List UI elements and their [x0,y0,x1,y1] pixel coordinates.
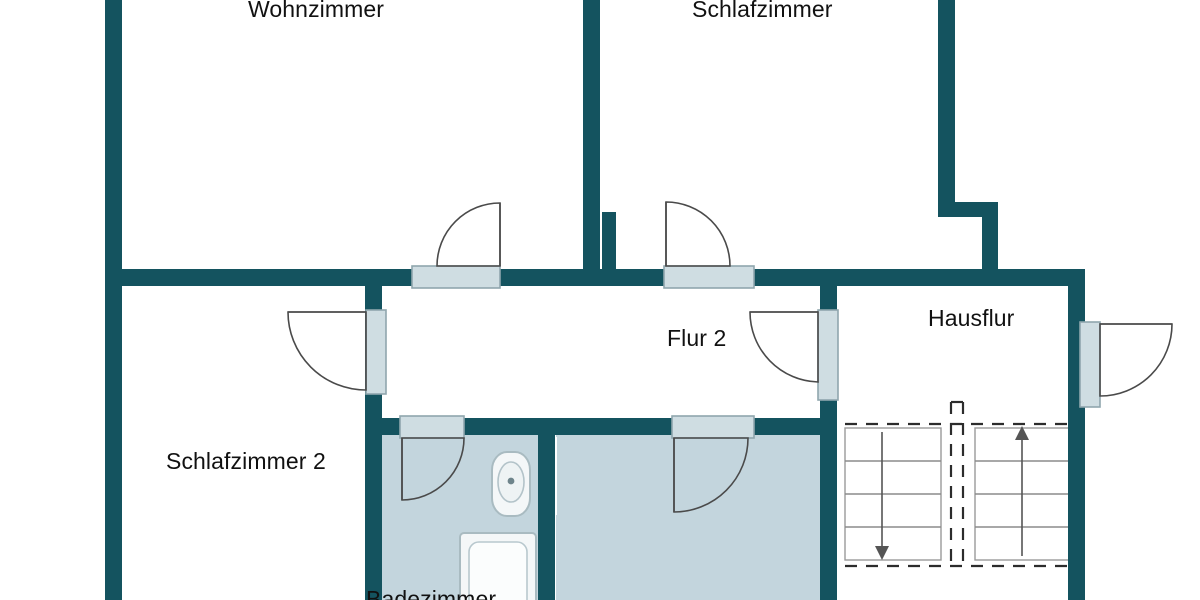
stairwell-dashed-outline [845,400,1082,568]
room-label-schlafzimmer: Schlafzimmer [692,0,833,22]
room-label-schlafzimmer2: Schlafzimmer 2 [166,448,326,474]
room-label-badezimmer: Badezimmer [366,586,497,600]
wall-wohn-schlaf [583,0,600,280]
room-label-hausflur: Hausflur [928,305,1015,331]
wall-outer-right [1068,269,1085,600]
bathtub-fixture [459,532,537,600]
wall-schlaf-right-upper [938,0,955,202]
door-badezimmer[interactable] [399,415,465,501]
wc-fixture [491,451,531,517]
wall-outer-left [105,0,122,600]
wall-niche-stub [602,212,616,274]
door-schlafzimmer2[interactable] [287,309,387,395]
room-label-flur2: Flur 2 [667,325,727,351]
room-fills [378,428,820,600]
door-hausflur[interactable] [1079,321,1173,408]
stair-down [844,427,942,561]
doors [287,201,1173,513]
wall-bath-divider [538,418,555,600]
door-flur2[interactable] [749,309,839,401]
room-label-wohnzimmer: Wohnzimmer [248,0,385,22]
door-schlafzimmer[interactable] [663,201,755,289]
wall-schlaf-right-lower [982,202,998,282]
stairs-group [844,400,1082,568]
room-fill-bad-right [556,428,820,600]
door-flur2-lower[interactable] [671,415,755,513]
stair-up [974,426,1080,561]
door-wohnzimmer[interactable] [411,202,501,289]
